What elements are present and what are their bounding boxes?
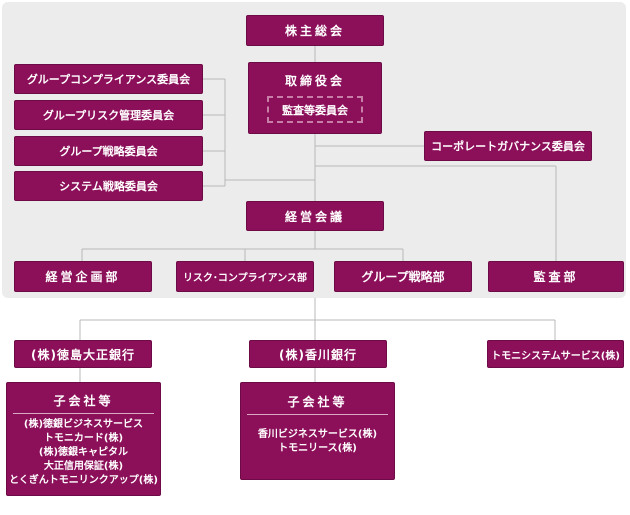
system-strategy-committee-box: システム戦略委員会	[14, 171, 203, 201]
kagawa-bank-box: (株)香川銀行	[249, 340, 387, 368]
group-strategy-committee-box: グループ戦略委員会	[14, 136, 203, 166]
list-item: 香川ビジネスサービス(株)	[257, 429, 378, 440]
group-compliance-committee-box: グループコンプライアンス委員会	[14, 64, 203, 94]
subsidiaries-center-list: 香川ビジネスサービス(株) トモニリース(株)	[241, 428, 394, 456]
list-item: 大正信用保証(株)	[43, 461, 124, 472]
tomony-system-service-box: トモニシステムサービス(株)	[487, 340, 624, 368]
list-item: (株)徳銀キャピタル	[38, 447, 129, 458]
management-meeting-box: 経営会議	[246, 201, 384, 231]
group-risk-committee-box: グループリスク管理委員会	[14, 100, 203, 130]
management-planning-dept-box: 経営企画部	[14, 261, 152, 292]
list-item: トモニカード(株)	[43, 433, 124, 444]
list-item: トモニリース(株)	[278, 443, 357, 454]
list-item: (株)徳銀ビジネスサービス	[23, 419, 144, 430]
corporate-governance-committee-box: コーポレートガバナンス委員会	[424, 131, 592, 161]
group-strategy-dept-box: グループ戦略部	[334, 261, 472, 292]
subsidiaries-left-title: 子会社等	[53, 394, 114, 408]
subsidiaries-center-divider	[247, 414, 388, 415]
shareholders-meeting-box: 株主総会	[246, 15, 384, 46]
risk-compliance-dept-box: リスク･コンプライアンス部	[176, 261, 314, 292]
subsidiaries-left-box: 子会社等 (株)徳銀ビジネスサービス トモニカード(株) (株)徳銀キャピタル …	[6, 382, 161, 496]
audit-committee-box: 監査等委員会	[267, 96, 363, 123]
board-of-directors-box: 取締役会 監査等委員会	[248, 62, 382, 134]
subsidiaries-left-divider	[13, 413, 154, 414]
audit-dept-box: 監査部	[488, 261, 624, 292]
list-item: とくぎんトモニリンクアップ(株)	[9, 475, 158, 486]
board-of-directors-label: 取締役会	[284, 74, 345, 88]
subsidiaries-left-list: (株)徳銀ビジネスサービス トモニカード(株) (株)徳銀キャピタル 大正信用保…	[7, 418, 160, 488]
subsidiaries-center-box: 子会社等 香川ビジネスサービス(株) トモニリース(株)	[240, 382, 395, 480]
tokushima-taisho-bank-box: (株)徳島大正銀行	[14, 340, 152, 368]
subsidiaries-center-title: 子会社等	[287, 395, 348, 409]
